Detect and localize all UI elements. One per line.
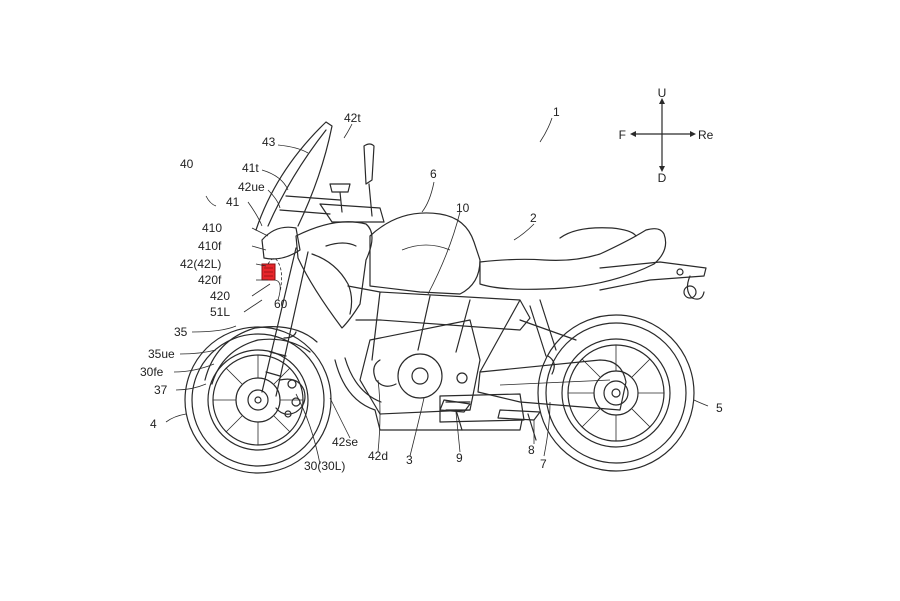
compass-down: D [658, 171, 667, 185]
direction-compass: U F Re D [619, 86, 714, 185]
label-4: 4 [150, 417, 157, 431]
front-fairing [295, 221, 373, 329]
fuel-tank [369, 212, 481, 295]
mirror [363, 143, 375, 217]
label-41t: 41t [242, 161, 259, 175]
label-420f: 420f [198, 273, 222, 287]
label-60: 60 [274, 297, 288, 311]
front-wheel [184, 326, 332, 474]
engine-block [359, 319, 525, 423]
leader-lines [165, 117, 709, 465]
label-2: 2 [530, 211, 537, 225]
label-30fe: 30fe [140, 365, 164, 379]
label-41: 41 [226, 195, 240, 209]
front-fender [204, 326, 318, 385]
label-410: 410 [202, 221, 222, 235]
label-9: 9 [456, 451, 463, 465]
front-fork [261, 247, 309, 397]
label-1: 1 [553, 105, 560, 119]
main-frame [347, 285, 531, 373]
label-42ue: 42ue [238, 180, 265, 194]
label-3: 3 [406, 453, 413, 467]
label-42se: 42se [332, 435, 358, 449]
compass-rear: Re [698, 128, 714, 142]
highlighted-sensor-60 [261, 258, 282, 293]
headlight-cowl [261, 226, 301, 260]
label-42-42L: 42(42L) [180, 257, 221, 271]
windscreen [255, 121, 333, 231]
tail-section [599, 261, 707, 291]
label-43: 43 [262, 135, 276, 149]
label-42d: 42d [368, 449, 388, 463]
label-30-30L: 30(30L) [304, 459, 345, 473]
label-37: 37 [154, 383, 168, 397]
label-51L: 51L [210, 305, 230, 319]
label-42t: 42t [344, 111, 361, 125]
label-410f: 410f [198, 239, 222, 253]
label-10: 10 [456, 201, 470, 215]
label-5: 5 [716, 401, 723, 415]
compass-forward: F [619, 128, 626, 142]
label-6: 6 [430, 167, 437, 181]
reference-labels: 1 40 43 42t 41t 42ue 41 410 410f 42(42L)… [140, 105, 723, 473]
label-40: 40 [180, 157, 194, 171]
exhaust-pipe [334, 357, 523, 431]
seat [479, 228, 667, 290]
label-8: 8 [528, 443, 535, 457]
rear-wheel [537, 314, 695, 472]
label-7: 7 [540, 457, 547, 471]
label-35: 35 [174, 325, 188, 339]
swing-arm [477, 359, 627, 411]
compass-up: U [658, 86, 667, 100]
label-35ue: 35ue [148, 347, 175, 361]
label-420: 420 [210, 289, 230, 303]
